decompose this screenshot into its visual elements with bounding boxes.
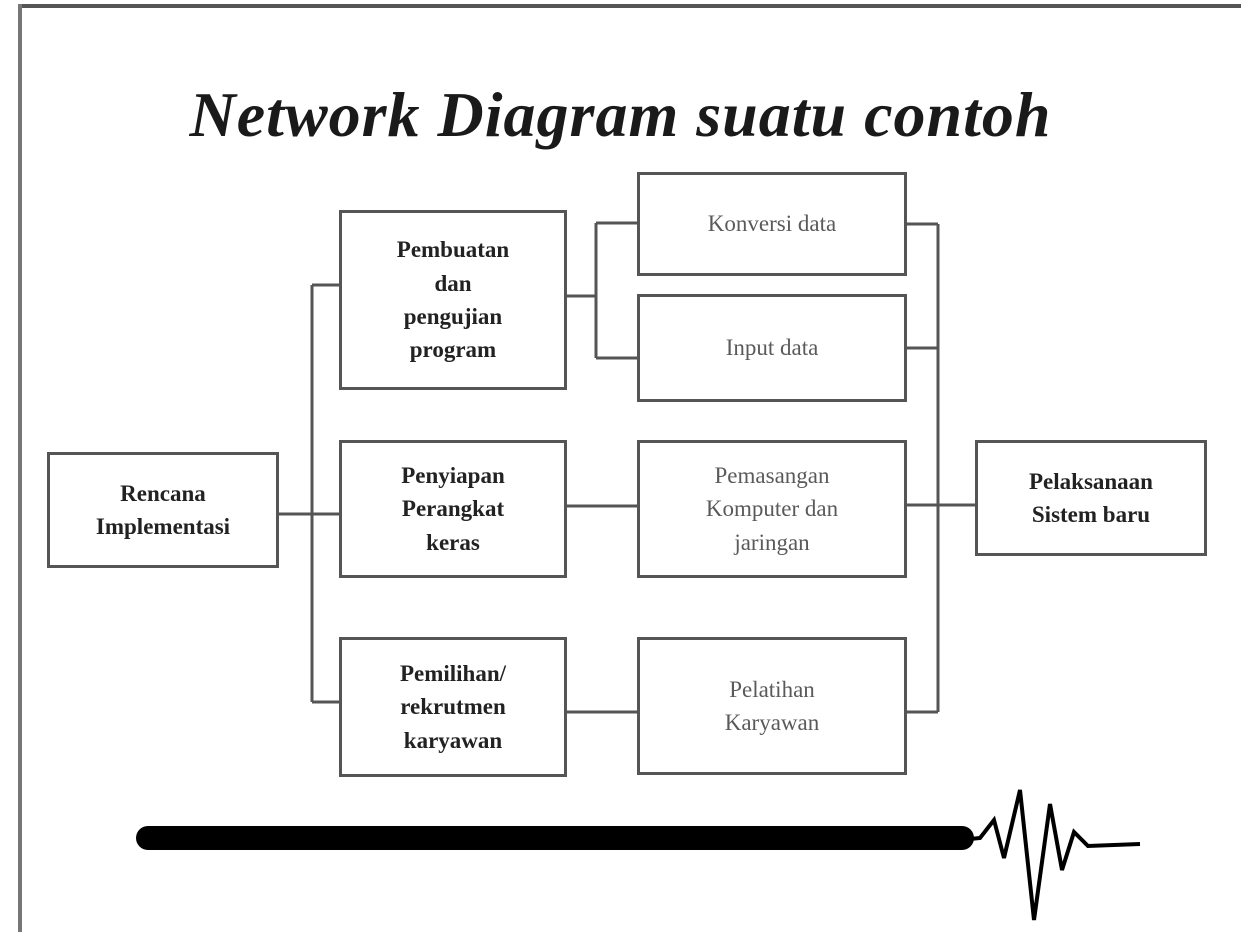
diagram-title: Network Diagram suatu contoh	[189, 79, 1052, 150]
frame-top-border	[18, 4, 1241, 8]
decorative-bottom-bar	[136, 826, 974, 850]
node-pembuatan-program: Pembuatan dan pengujian program	[339, 210, 567, 390]
node-penyiapan-perangkat: Penyiapan Perangkat keras	[339, 440, 567, 578]
frame-left-border	[18, 4, 22, 932]
node-pemasangan-komputer: Pemasangan Komputer dan jaringan	[637, 440, 907, 578]
resistor-zigzag-icon	[959, 789, 1141, 921]
node-pelaksanaan-sistem: Pelaksanaan Sistem baru	[975, 440, 1207, 556]
node-konversi-data: Konversi data	[637, 172, 907, 276]
node-input-data: Input data	[637, 294, 907, 402]
node-pemilihan-karyawan: Pemilihan/ rekrutmen karyawan	[339, 637, 567, 777]
node-rencana-implementasi: Rencana Implementasi	[47, 452, 279, 568]
node-pelatihan-karyawan: Pelatihan Karyawan	[637, 637, 907, 775]
